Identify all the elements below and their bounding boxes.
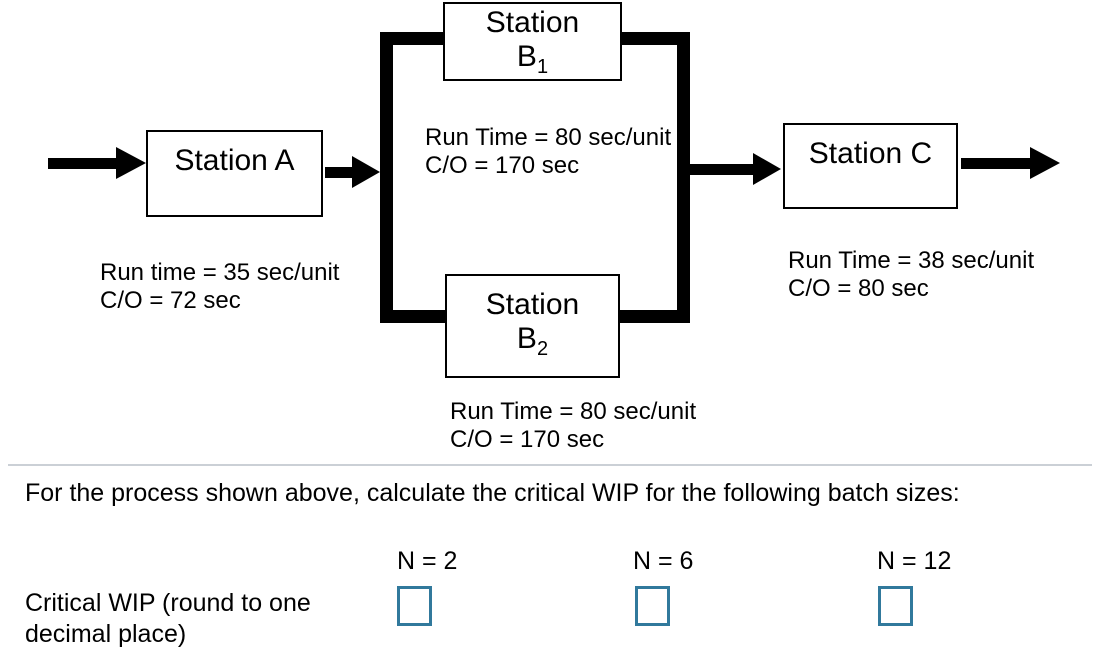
flow-arrow-inbound-icon [48, 147, 146, 179]
station-c-runtime: Run Time = 38 sec/unit [788, 247, 1035, 274]
station-b1-label-line1: Station [485, 6, 580, 39]
batch-size-label-n6: N = 6 [633, 547, 694, 575]
station-b2-label-line1: Station [485, 288, 580, 321]
station-b1-label-sub: 1 [536, 56, 549, 78]
station-a-box: Station A [146, 130, 323, 217]
flow-arrow-a-to-b-icon [325, 156, 380, 188]
station-a-note: Run time = 35 sec/unit C/O = 72 sec [100, 259, 339, 315]
station-b2-note: Run Time = 80 sec/unit C/O = 170 sec [450, 398, 696, 454]
section-divider [8, 464, 1092, 466]
station-b2-label-base: B [516, 322, 537, 355]
station-b-note: Run Time = 80 sec/unit C/O = 170 sec [425, 124, 671, 180]
station-a-changeover: C/O = 72 sec [100, 287, 241, 314]
station-b2-runtime: Run Time = 80 sec/unit [450, 398, 697, 425]
critical-wip-input-n12[interactable] [878, 586, 913, 626]
batch-size-label-n2: N = 2 [397, 547, 458, 575]
station-b-changeover: C/O = 170 sec [425, 152, 580, 179]
critical-wip-row-label: Critical WIP (round to one decimal place… [25, 588, 311, 650]
station-c-changeover: C/O = 80 sec [788, 275, 929, 302]
station-a-label: Station A [174, 144, 295, 177]
station-b1-label-base: B [516, 40, 537, 73]
station-c-label: Station C [808, 137, 933, 170]
station-c-box: Station C [783, 123, 958, 209]
station-b2-box: Station B2 [445, 274, 620, 378]
question-prompt: For the process shown above, calculate t… [25, 479, 960, 507]
station-b2-label-sub: 2 [536, 338, 549, 360]
critical-wip-input-n2[interactable] [397, 586, 432, 626]
station-b1-box: Station B1 [443, 2, 622, 81]
station-b2-changeover: C/O = 170 sec [450, 426, 605, 453]
critical-wip-row-label-line1: Critical WIP (round to one [25, 589, 311, 617]
flow-arrow-outbound-icon [961, 147, 1060, 179]
critical-wip-row-label-line2: decimal place) [25, 620, 187, 648]
station-c-note: Run Time = 38 sec/unit C/O = 80 sec [788, 247, 1034, 303]
station-a-runtime: Run time = 35 sec/unit [100, 259, 340, 286]
flow-arrow-b-to-c-icon [688, 153, 781, 185]
station-b-runtime: Run Time = 80 sec/unit [425, 124, 672, 151]
critical-wip-input-n6[interactable] [635, 586, 670, 626]
batch-size-label-n12: N = 12 [877, 547, 952, 575]
